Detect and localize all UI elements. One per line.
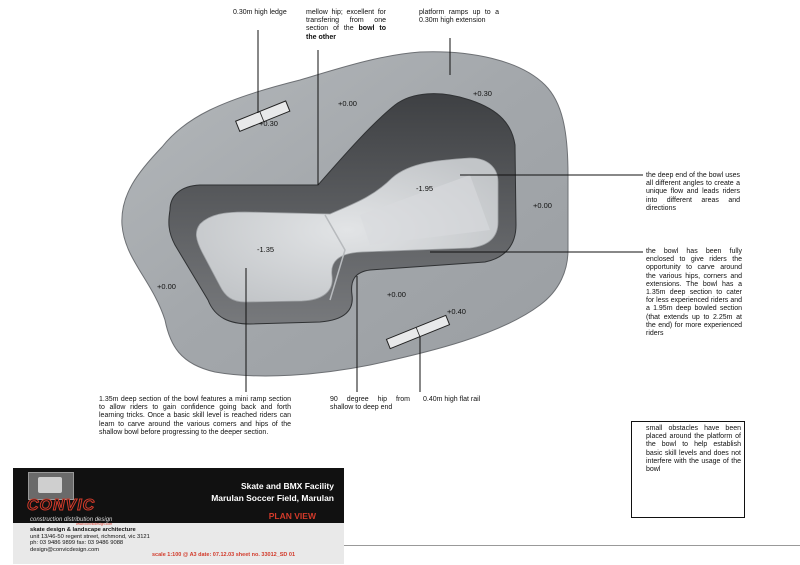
firm-phone: ph: 03 9486 9899 fax: 03 9486 9088 xyxy=(30,540,124,546)
project-title: Skate and BMX Facility xyxy=(240,481,334,491)
convic-logo-word: CONVIC xyxy=(26,497,96,515)
firm-email: design@convicdesign.com xyxy=(30,546,100,553)
firm-details: skate design & landscape architecture un… xyxy=(30,527,150,553)
level-ledge: +0.30 xyxy=(259,119,278,128)
convic-logo-tagline: construction distribution design xyxy=(30,517,113,523)
hip-divider xyxy=(324,214,346,301)
ledge-obstacle xyxy=(234,100,291,133)
deep-section-shading xyxy=(360,175,490,245)
callout-90-degree-hip: 90 degree hip from shallow to deep end xyxy=(330,396,410,412)
level-top-platform: +0.00 xyxy=(338,99,357,108)
convic-logo-mark xyxy=(28,472,74,500)
callout-enclosed-bowl: the bowl has been fully enclosed to give… xyxy=(646,248,742,338)
callout-platform: platform ramps up to a 0.30m high extens… xyxy=(419,9,499,25)
callout-ledge: 0.30m high ledge xyxy=(233,9,287,16)
leader-lines xyxy=(245,30,643,392)
level-left: +0.00 xyxy=(157,282,176,291)
callout-flat-rail: 0.40m high flat rail xyxy=(423,396,481,403)
level-deep: -1.95 xyxy=(416,184,434,193)
flat-rail-obstacle xyxy=(385,314,451,350)
project-location: Marulan Soccer Field, Marulan xyxy=(211,493,334,503)
drawing-view-label: PLAN VIEW xyxy=(268,511,316,521)
level-bottom: +0.00 xyxy=(387,290,406,299)
callout-mellow-hip: mellow hip; excellent for transfering fr… xyxy=(306,9,386,42)
level-right: +0.00 xyxy=(533,201,552,210)
callout-mellow-hip-text: mellow hip; excellent for transfering fr… xyxy=(306,9,386,33)
sheet-border-line xyxy=(344,545,800,546)
level-top-right: +0.30 xyxy=(473,89,492,98)
callout-mellow-hip-bold: bowl to the other xyxy=(306,25,386,41)
scale-date-sheet: scale 1:100 @ A3 date: 07.12.03 sheet no… xyxy=(152,552,296,558)
callout-mini-ramp: 1.35m deep section of the bowl features … xyxy=(99,396,291,436)
level-shallow: -1.35 xyxy=(257,245,275,254)
callout-deep-end: the deep end of the bowl uses all differ… xyxy=(646,172,740,212)
callout-obstacles-box xyxy=(631,421,745,518)
title-block-footer xyxy=(13,523,344,564)
callout-obstacles: small obstacles have been placed around … xyxy=(646,425,741,474)
level-rail: +0.40 xyxy=(447,307,466,316)
firm-name: skate design & landscape architecture xyxy=(30,527,136,533)
convic-logo-url: www.convicdesign.com xyxy=(76,522,113,526)
firm-address: unit 13/46-50 regent street, richmond, v… xyxy=(30,533,150,540)
